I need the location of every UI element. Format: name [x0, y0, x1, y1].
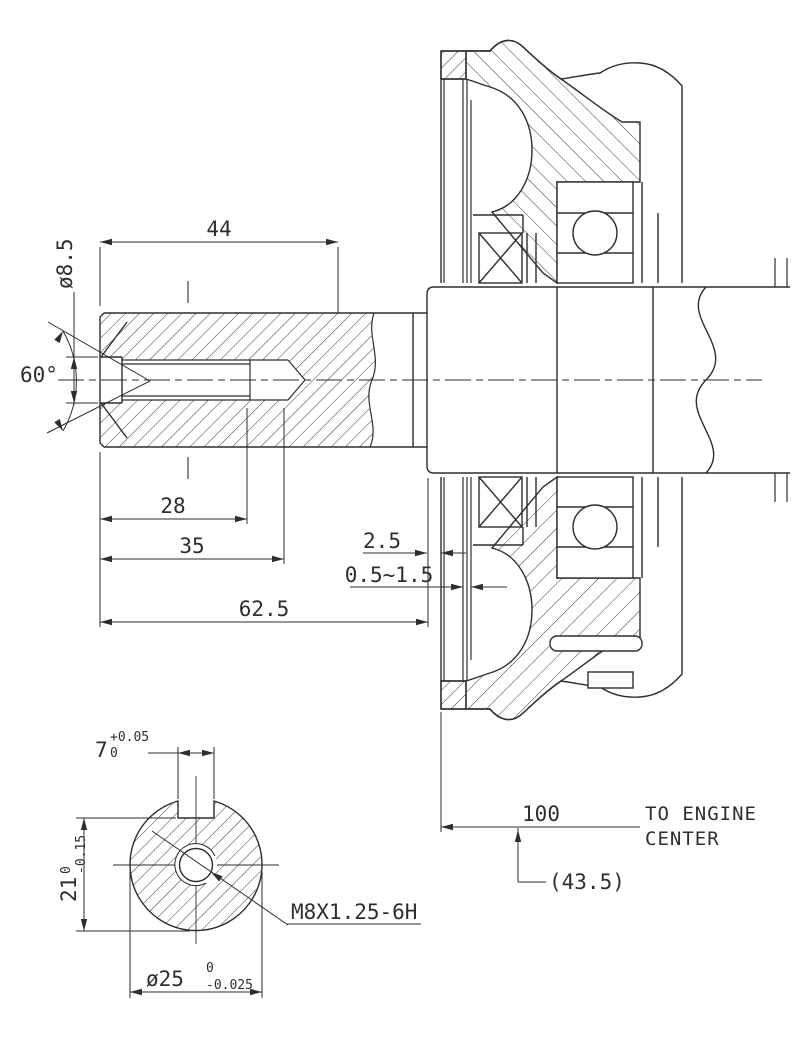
dim-44-label: 44	[206, 217, 231, 241]
bearing-ball-top	[572, 210, 618, 256]
dim-21-label: 21	[57, 877, 81, 902]
threaded-bore	[122, 359, 306, 401]
dimension-lines	[46, 241, 640, 998]
dim-100-label: 100	[522, 802, 560, 826]
ball-bearing-top	[556, 181, 659, 284]
dim-2-5-label: 2.5	[363, 529, 401, 553]
cover-plates	[443, 79, 472, 681]
note-center: CENTER	[645, 828, 720, 850]
dim-43-5-label: (43.5)	[549, 870, 625, 894]
case-joint-slot	[549, 635, 643, 652]
cover-block-bottom	[440, 680, 467, 710]
dimension-arrows	[54, 238, 522, 996]
thread-major-arc	[174, 843, 216, 887]
thread-spec-label: M8X1.25-6H	[291, 900, 417, 924]
shaft-hatch	[100, 313, 376, 447]
crankcase-section	[440, 39, 788, 721]
crankcase-outline-bottom	[441, 477, 683, 721]
dimension-labels: 44 ø8.5 60° 28 35 62.5 2.5 0.5~1.5 100 T…	[20, 217, 757, 993]
dim-dia25-tol-lo: -0.025	[206, 978, 253, 993]
dim-21-tol-hi: 0	[59, 866, 74, 874]
dim-7-tol-hi: +0.05	[110, 730, 149, 745]
bearing-ball-bottom	[572, 504, 618, 550]
dim-dia25-label: ø25	[146, 967, 184, 991]
dim-21-tol-lo: -0.15	[74, 835, 89, 874]
oil-seal-bottom	[473, 476, 537, 546]
cover-block-top	[440, 50, 467, 80]
dim-60deg-label: 60°	[20, 363, 58, 387]
dim-7-tol-lo: 0	[110, 746, 118, 761]
dim-62-5-label: 62.5	[239, 597, 290, 621]
crankcase-outline-top	[441, 39, 683, 283]
thread-minor-circle	[178, 847, 214, 883]
dim-28-label: 28	[160, 494, 185, 518]
ball-bearing-bottom	[556, 476, 659, 579]
oil-seal-top	[473, 214, 537, 284]
dim-0-5-1-5-label: 0.5~1.5	[345, 563, 434, 587]
note-to-engine: TO ENGINE	[645, 803, 757, 825]
dim-dia25-tol-hi: 0	[206, 961, 214, 976]
dim-35-label: 35	[179, 534, 204, 558]
shaft-end-view	[113, 776, 289, 944]
case-foot	[587, 671, 634, 689]
right-wall-stubs	[774, 258, 788, 502]
dim-7-label: 7	[95, 738, 108, 762]
dim-dia8-5-label: ø8.5	[53, 238, 77, 289]
